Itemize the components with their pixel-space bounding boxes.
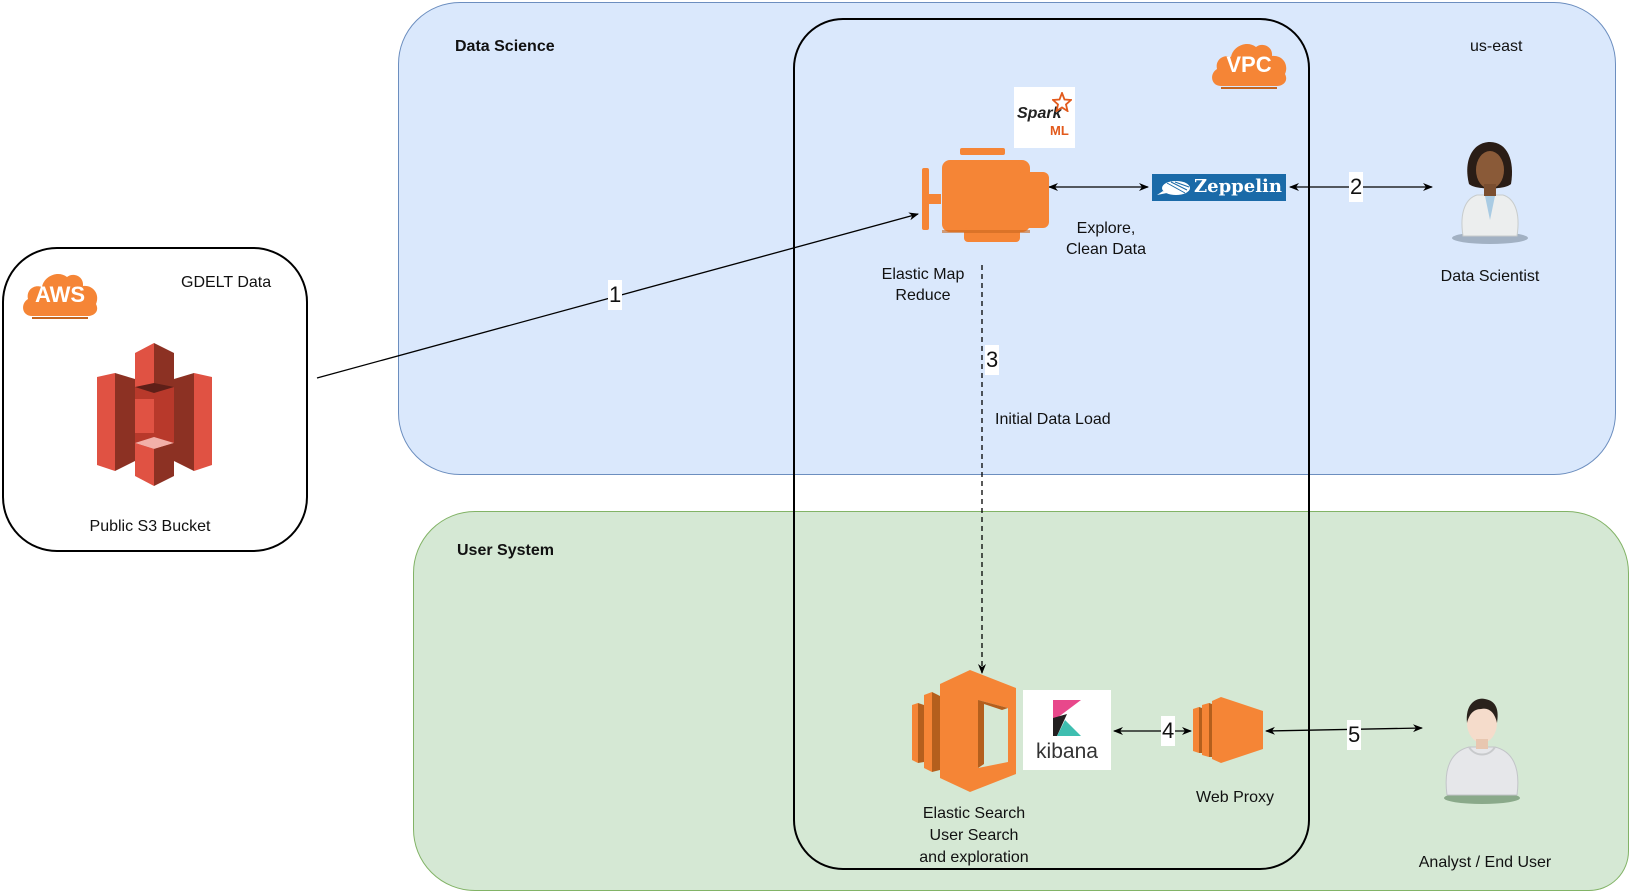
edge-5-label: 5 <box>1347 720 1362 750</box>
edge-1-label: 1 <box>608 280 623 310</box>
web-proxy-label: Web Proxy <box>1196 789 1274 806</box>
caption-line-1: Explore, <box>1076 220 1136 237</box>
zeppelin-text: Zeppelin <box>1194 176 1282 197</box>
edge-4-label: 4 <box>1161 716 1176 746</box>
edge-3-caption: Initial Data Load <box>995 411 1111 428</box>
edge-2-label: 2 <box>1349 172 1364 202</box>
zeppelin-airship-icon <box>1157 181 1190 195</box>
elastic-search-icon[interactable] <box>912 670 1016 792</box>
data-scientist-label: Data Scientist <box>1440 268 1540 285</box>
gdelt-label: GDELT Data <box>181 274 272 291</box>
emr-label-line-1: Elastic Map <box>881 266 965 283</box>
region-label: us-east <box>1470 38 1523 55</box>
web-proxy-icon[interactable] <box>1193 695 1263 765</box>
vpc-cloud-icon: VPC <box>1209 38 1289 90</box>
kibana-logo[interactable]: kibana <box>1023 690 1111 770</box>
zone-user-system <box>413 511 1629 891</box>
aws-badge-text: AWS <box>34 282 86 307</box>
emr-label: Elastic Map Reduce <box>856 264 990 306</box>
elastic-search-label-line-3: and exploration <box>919 849 1029 866</box>
end-user-avatar-icon[interactable] <box>1437 695 1527 805</box>
edge-5-line <box>1265 724 1423 735</box>
spark-ml-text: ML <box>1050 123 1069 138</box>
elastic-search-label-line-2: User Search <box>929 827 1019 844</box>
edge-emr-zeppelin-caption: Explore, Clean Data <box>1046 218 1166 260</box>
emr-engine-icon[interactable] <box>922 148 1049 243</box>
elastic-search-label: Elastic Search User Search and explorati… <box>894 803 1054 869</box>
spark-star-icon <box>1052 92 1072 112</box>
caption-line-2: Clean Data <box>1065 241 1147 258</box>
zeppelin-logo[interactable]: Zeppelin <box>1152 174 1286 201</box>
end-user-label: Analyst / End User <box>1418 854 1552 871</box>
kibana-text: kibana <box>1036 740 1098 763</box>
elastic-search-label-line-1: Elastic Search <box>922 805 1026 822</box>
aws-cloud-icon: AWS <box>20 268 100 320</box>
spark-text: Spark <box>1017 105 1062 122</box>
s3-caption: Public S3 Bucket <box>89 518 211 535</box>
emr-label-line-2: Reduce <box>895 287 951 304</box>
s3-bucket-icon <box>97 343 212 486</box>
zone-label-user-system: User System <box>457 542 554 559</box>
spark-ml-logo: Spark ML <box>1014 87 1075 148</box>
kibana-mark-icon <box>1053 700 1081 736</box>
vpc-badge-text: VPC <box>1226 52 1272 77</box>
edge-3-label: 3 <box>985 345 1000 375</box>
zone-label-data-science: Data Science <box>455 38 555 55</box>
data-scientist-avatar-icon[interactable] <box>1445 140 1535 245</box>
vpc-container <box>793 18 1310 870</box>
